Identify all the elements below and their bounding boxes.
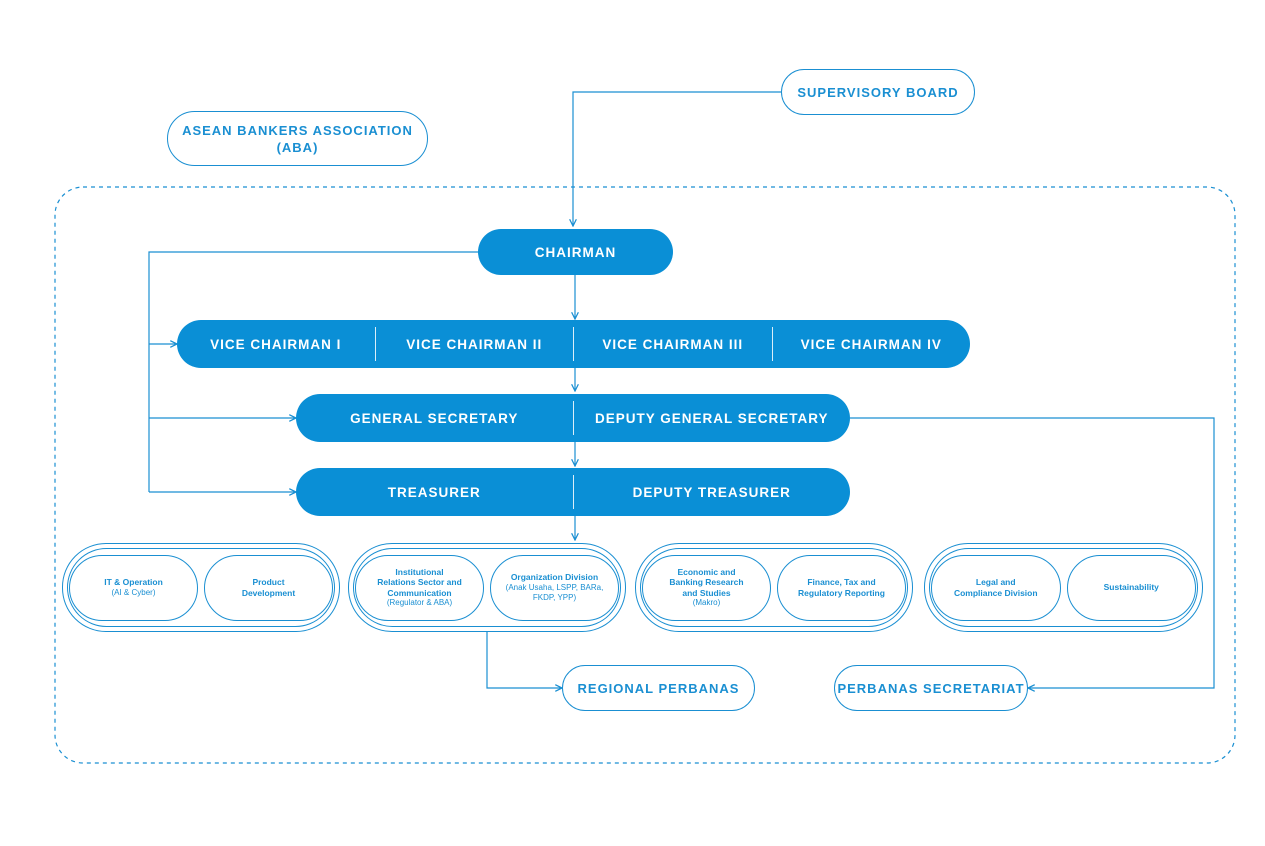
secretary-bar: GENERAL SECRETARY DEPUTY GENERAL SECRETA… bbox=[296, 394, 850, 442]
division-institutional-relations: Institutional Relations Sector and Commu… bbox=[355, 554, 484, 621]
divider bbox=[374, 327, 376, 361]
chairman-label: CHAIRMAN bbox=[534, 244, 617, 260]
division-finance-tax: Finance, Tax and Regulatory Reporting bbox=[777, 554, 906, 621]
vice-chairman-bar: VICE CHAIRMAN I VICE CHAIRMAN II VICE CH… bbox=[177, 320, 970, 368]
aba-label: ASEAN BANKERS ASSOCIATION (ABA) bbox=[182, 122, 413, 155]
vice-chairman-4-label: VICE CHAIRMAN IV bbox=[800, 336, 942, 352]
division-title: Sustainability bbox=[1103, 582, 1159, 593]
division-subtitle: (Makro) bbox=[692, 598, 721, 608]
supervisory-board-label: SUPERVISORY BOARD bbox=[797, 84, 959, 100]
chairman-box: CHAIRMAN bbox=[478, 229, 673, 275]
vice-chairman-3: VICE CHAIRMAN III bbox=[574, 320, 772, 368]
deputy-general-secretary: DEPUTY GENERAL SECRETARY bbox=[574, 394, 851, 442]
vice-chairman-3-label: VICE CHAIRMAN III bbox=[602, 336, 744, 352]
divider bbox=[572, 475, 574, 509]
perbanas-secretariat-box: PERBANAS SECRETARIAT bbox=[834, 665, 1028, 711]
deputy-general-secretary-label: DEPUTY GENERAL SECRETARY bbox=[594, 410, 829, 426]
deputy-treasurer: DEPUTY TREASURER bbox=[574, 468, 851, 516]
vice-chairman-4: VICE CHAIRMAN IV bbox=[773, 320, 971, 368]
vice-chairman-2-label: VICE CHAIRMAN II bbox=[406, 336, 543, 352]
general-secretary: GENERAL SECRETARY bbox=[296, 394, 573, 442]
division-organization: Organization Division (Anak Usaha, LSPP,… bbox=[490, 554, 619, 621]
divider bbox=[573, 327, 574, 361]
division-it-operation: IT & Operation (AI & Cyber) bbox=[69, 554, 198, 621]
treasurer-bar: TREASURER DEPUTY TREASURER bbox=[296, 468, 850, 516]
division-group-1: IT & Operation (AI & Cyber) Product Deve… bbox=[62, 543, 340, 632]
division-subtitle: (Regulator & ABA) bbox=[386, 598, 453, 608]
vice-chairman-2: VICE CHAIRMAN II bbox=[376, 320, 574, 368]
division-sustainability: Sustainability bbox=[1066, 554, 1196, 621]
organization-boundary bbox=[54, 186, 1236, 764]
treasurer: TREASURER bbox=[296, 468, 573, 516]
division-economic-research: Economic and Banking Research and Studie… bbox=[642, 554, 771, 621]
vice-chairman-1: VICE CHAIRMAN I bbox=[177, 320, 375, 368]
perbanas-secretariat-label: PERBANAS SECRETARIAT bbox=[837, 680, 1025, 696]
division-group-4: Legal and Compliance Division Sustainabi… bbox=[924, 543, 1203, 632]
division-group-2: Institutional Relations Sector and Commu… bbox=[348, 543, 626, 632]
divider bbox=[572, 401, 574, 435]
division-title: Legal and Compliance Division bbox=[953, 577, 1038, 598]
treasurer-label: TREASURER bbox=[387, 484, 481, 500]
division-subtitle: (AI & Cyber) bbox=[111, 587, 156, 597]
divider bbox=[771, 327, 773, 361]
division-subtitle: (Anak Usaha, LSPP, BARa, FKDP, YPP) bbox=[505, 582, 604, 602]
supervisory-board-box: SUPERVISORY BOARD bbox=[781, 69, 975, 115]
division-title: Economic and Banking Research and Studie… bbox=[669, 566, 744, 598]
regional-perbanas-box: REGIONAL PERBANAS bbox=[562, 665, 755, 711]
deputy-treasurer-label: DEPUTY TREASURER bbox=[632, 484, 791, 500]
regional-perbanas-label: REGIONAL PERBANAS bbox=[577, 680, 740, 696]
division-title: Organization Division bbox=[510, 572, 599, 583]
vice-chairman-1-label: VICE CHAIRMAN I bbox=[210, 336, 342, 352]
division-title: Finance, Tax and Regulatory Reporting bbox=[798, 577, 885, 598]
division-group-3: Economic and Banking Research and Studie… bbox=[635, 543, 913, 632]
aba-box: ASEAN BANKERS ASSOCIATION (ABA) bbox=[167, 111, 428, 166]
division-title: Institutional Relations Sector and Commu… bbox=[377, 566, 462, 598]
general-secretary-label: GENERAL SECRETARY bbox=[350, 410, 519, 426]
division-title: Product Development bbox=[241, 577, 296, 598]
division-product-development: Product Development bbox=[204, 554, 333, 621]
division-legal-compliance: Legal and Compliance Division bbox=[931, 554, 1061, 621]
division-title: IT & Operation bbox=[104, 577, 163, 588]
